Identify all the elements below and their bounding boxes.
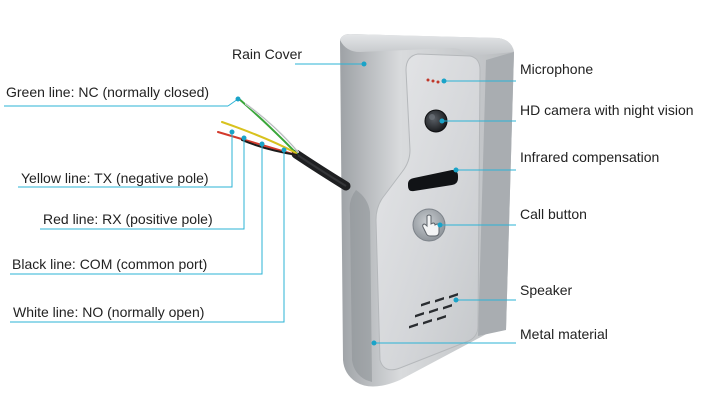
- cable: [291, 149, 351, 191]
- label-camera: HD camera with night vision: [520, 102, 694, 118]
- call-button: [412, 208, 446, 242]
- wires: [217, 97, 299, 156]
- label-rain-cover: Rain Cover: [232, 46, 303, 62]
- label-infrared: Infrared compensation: [520, 149, 660, 165]
- label-white-line: White line: NO (normally open): [13, 304, 205, 320]
- label-black-line: Black line: COM (common port): [12, 256, 208, 272]
- label-red-line: Red line: RX (positive pole): [43, 211, 213, 227]
- label-call-button: Call button: [520, 206, 587, 222]
- speaker-grille: [409, 293, 458, 329]
- infrared-strip: [408, 170, 458, 192]
- microphone-holes: [426, 78, 440, 84]
- label-microphone: Microphone: [520, 61, 594, 77]
- label-speaker: Speaker: [520, 282, 573, 298]
- hand-pointer-icon: [422, 214, 440, 237]
- label-metal: Metal material: [520, 326, 608, 342]
- leader-dots: [229, 61, 459, 346]
- label-yellow-line: Yellow line: TX (negative pole): [21, 170, 209, 186]
- leader-lines: [4, 63, 516, 344]
- label-green-line: Green line: NC (normally closed): [6, 84, 210, 100]
